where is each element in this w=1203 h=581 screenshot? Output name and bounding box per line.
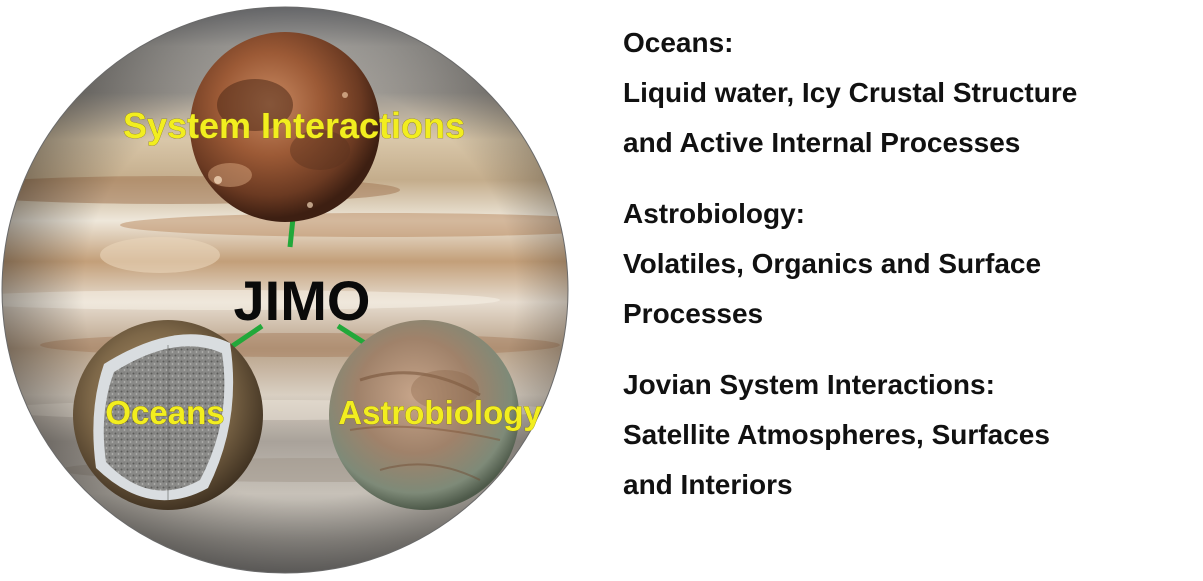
topic-heading: Astrobiology: — [623, 198, 805, 229]
topic-detail: Liquid water, Icy Crustal Structure — [623, 77, 1078, 108]
label-jimo: JIMO — [234, 269, 371, 332]
topic-descriptions: Oceans: Liquid water, Icy Crustal Struct… — [623, 18, 1198, 531]
topic-jovian-system-interactions: Jovian System Interactions: Satellite At… — [623, 360, 1198, 510]
topic-detail: and Interiors — [623, 469, 793, 500]
topic-oceans: Oceans: Liquid water, Icy Crustal Struct… — [623, 18, 1198, 168]
topic-detail: and Active Internal Processes — [623, 127, 1021, 158]
topic-heading: Oceans: — [623, 27, 734, 58]
topic-detail: Volatiles, Organics and Surface — [623, 248, 1042, 279]
connector-line — [287, 217, 296, 248]
topic-astrobiology: Astrobiology: Volatiles, Organics and Su… — [623, 189, 1198, 339]
moon-oceans — [73, 320, 263, 510]
topic-detail: Satellite Atmospheres, Surfaces — [623, 419, 1050, 450]
jupiter-background-graphic: System Interactions Oceans Astrobiology … — [1, 6, 569, 574]
connector-line — [229, 323, 264, 350]
label-astrobiology: Astrobiology — [338, 394, 542, 431]
label-oceans: Oceans — [105, 394, 224, 431]
topic-heading: Jovian System Interactions: — [623, 369, 995, 400]
label-system-interactions: System Interactions — [123, 105, 465, 146]
topic-detail: Processes — [623, 298, 764, 329]
moon-astrobiology — [329, 320, 519, 510]
jimo-diagram: System Interactions Oceans Astrobiology … — [0, 0, 600, 581]
moon-system-interactions — [190, 32, 380, 222]
